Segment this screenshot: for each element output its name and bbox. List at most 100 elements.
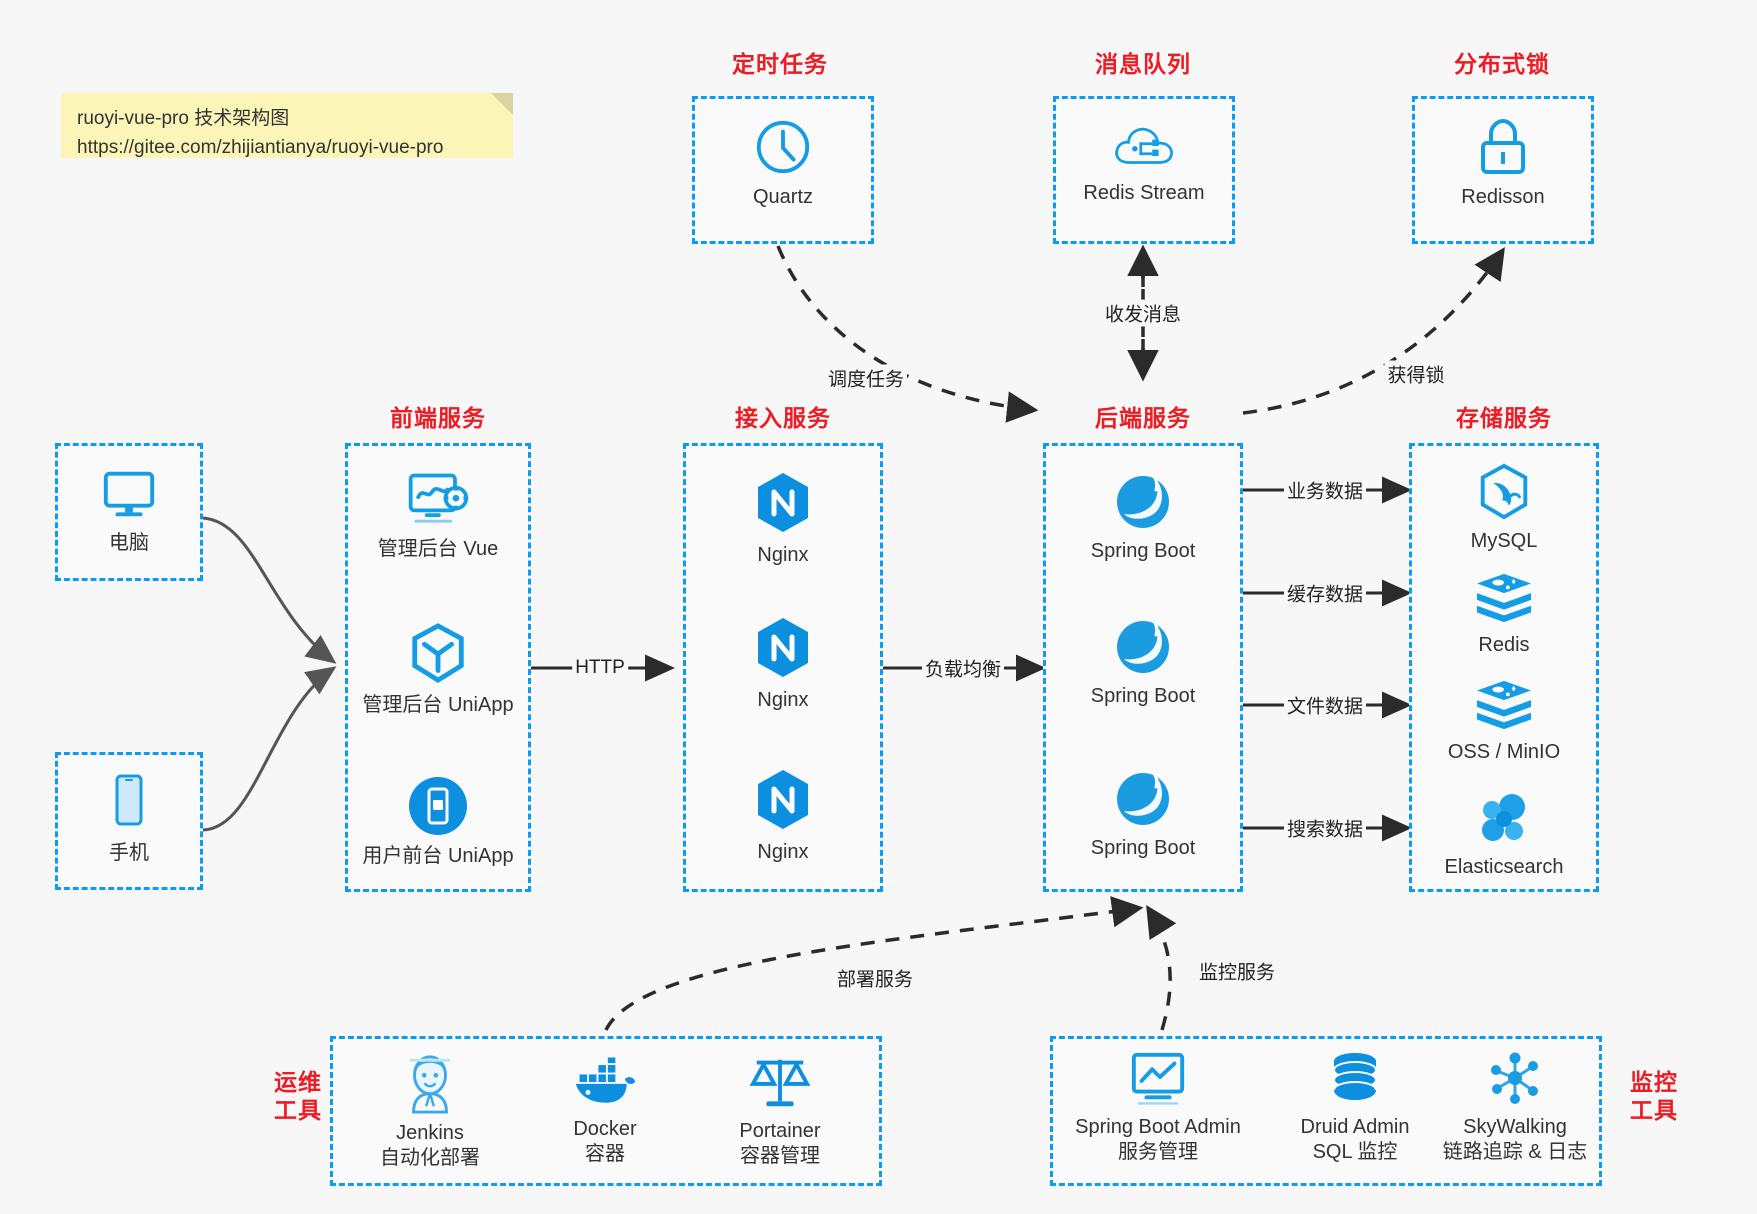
note-line-title: ruoyi-vue-pro 技术架构图 (77, 108, 290, 129)
node-spring-boot-3[interactable]: Spring Boot (1073, 767, 1213, 861)
node-jenkins[interactable]: Jenkins 自动化部署 (355, 1052, 505, 1171)
nginx-icon (752, 615, 814, 681)
node-spring-boot-admin[interactable]: Spring Boot Admin 服务管理 (1068, 1050, 1248, 1165)
edge-label-message: 收发消息 (1101, 299, 1185, 327)
cloud-network-icon (1112, 118, 1176, 174)
edge-label-monitor: 监控服务 (1195, 957, 1279, 985)
node-label: Nginx (757, 841, 809, 863)
node-redisson[interactable]: Redisson (1433, 116, 1573, 210)
node-label-main: Spring Boot Admin (1075, 1116, 1241, 1138)
node-label-sub: 容器 (584, 1143, 625, 1165)
node-druid-admin[interactable]: Druid Admin SQL 监控 (1275, 1050, 1435, 1165)
node-label: Druid Admin SQL 监控 (1301, 1115, 1410, 1165)
node-label-sub: 容器管理 (740, 1145, 820, 1167)
database-icon (1326, 1050, 1384, 1108)
monitor-chart-icon (1127, 1050, 1189, 1108)
edge-label-file-data: 文件数据 (1283, 691, 1367, 719)
node-label: Nginx (757, 544, 809, 566)
node-label-sub: SQL 监控 (1312, 1141, 1398, 1163)
node-label-sub: 自动化部署 (380, 1147, 480, 1169)
monitor-title-line1: 监控 (1630, 1069, 1678, 1095)
node-quartz[interactable]: Quartz (713, 116, 853, 210)
node-label: Elasticsearch (1444, 856, 1564, 878)
node-spring-boot-1[interactable]: Spring Boot (1073, 470, 1213, 564)
group-box-computer (55, 443, 203, 581)
edge-label-search-data: 搜索数据 (1283, 814, 1367, 842)
node-nginx-3[interactable]: Nginx (713, 767, 853, 865)
spring-leaf-icon (1112, 767, 1174, 829)
group-title-backend: 后端服务 (1095, 405, 1191, 431)
edge-label-schedule: 调度任务 (824, 364, 908, 392)
docker-whale-icon (572, 1054, 638, 1110)
node-nginx-1[interactable]: Nginx (713, 470, 853, 568)
sticky-note: ruoyi-vue-pro 技术架构图 https://gitee.com/zh… (61, 93, 513, 158)
node-label: Spring Boot (1090, 540, 1196, 562)
edge-label-deploy: 部署服务 (833, 964, 917, 992)
scales-icon (749, 1050, 811, 1112)
node-nginx-2[interactable]: Nginx (713, 615, 853, 713)
node-label: Spring Boot (1090, 837, 1196, 859)
mobile-icon (106, 772, 152, 834)
group-box-mq (1053, 96, 1235, 244)
mobile-circle-icon (407, 775, 469, 837)
node-label: 用户前台 UniApp (362, 845, 514, 867)
mysql-dolphin-icon (1475, 462, 1533, 522)
node-spring-boot-2[interactable]: Spring Boot (1073, 615, 1213, 709)
node-redis-stream[interactable]: Redis Stream (1074, 118, 1214, 206)
devops-title-line1: 运维 (274, 1069, 322, 1095)
node-label: Spring Boot (1090, 685, 1196, 707)
node-label: 手机 (109, 842, 149, 864)
node-label: Portainer 容器管理 (739, 1119, 820, 1169)
node-label-main: Docker (573, 1118, 637, 1140)
node-phone[interactable]: 手机 (74, 772, 184, 866)
object-storage-icon (1473, 677, 1535, 733)
edge-data-lines (1243, 476, 1412, 842)
redis-stack-icon (1473, 570, 1535, 626)
node-label: Spring Boot Admin 服务管理 (1075, 1115, 1241, 1165)
group-title-scheduled: 定时任务 (732, 51, 828, 77)
nginx-icon (752, 767, 814, 833)
node-redis[interactable]: Redis (1434, 570, 1574, 658)
node-elasticsearch[interactable]: Elasticsearch (1429, 790, 1579, 880)
spring-leaf-icon (1112, 470, 1174, 532)
group-title-frontend: 前端服务 (390, 405, 486, 431)
node-portainer[interactable]: Portainer 容器管理 (705, 1050, 855, 1169)
spring-leaf-icon (1112, 615, 1174, 677)
node-admin-vue[interactable]: 管理后台 Vue (368, 470, 508, 562)
edge-label-business-data: 业务数据 (1283, 476, 1367, 504)
group-title-lock: 分布式锁 (1454, 51, 1550, 77)
node-label: Redisson (1461, 186, 1545, 208)
node-label-main: SkyWalking (1463, 1116, 1567, 1138)
group-title-mq: 消息队列 (1095, 51, 1191, 77)
node-label: 电脑 (109, 532, 149, 554)
jenkins-butler-icon (401, 1052, 459, 1114)
edge-device-to-frontend (202, 516, 337, 832)
node-label-main: Druid Admin (1300, 1116, 1410, 1138)
node-user-uniapp[interactable]: 用户前台 UniApp (362, 775, 514, 869)
node-docker[interactable]: Docker 容器 (530, 1054, 680, 1167)
node-computer[interactable]: 电脑 (74, 466, 184, 556)
edge-get-lock (1242, 247, 1505, 415)
node-label-main: Portainer (739, 1120, 821, 1142)
group-title-storage: 存储服务 (1456, 405, 1552, 431)
group-title-monitor: 监控 工具 (1614, 1068, 1694, 1124)
node-skywalking[interactable]: SkyWalking 链路追踪 & 日志 (1425, 1050, 1605, 1165)
node-label: 管理后台 UniApp (362, 694, 514, 716)
desktop-icon (98, 466, 160, 524)
dashboard-gear-icon (405, 470, 471, 530)
node-mysql[interactable]: MySQL (1434, 462, 1574, 554)
edge-monitor (1146, 905, 1177, 1031)
edge-label-get-lock: 获得锁 (1384, 360, 1448, 388)
node-label: 管理后台 Vue (377, 538, 499, 560)
monitor-title-line2: 工具 (1630, 1097, 1678, 1124)
skywalking-node-icon (1485, 1050, 1545, 1108)
node-label: Docker 容器 (573, 1117, 636, 1167)
node-label-sub: 链路追踪 & 日志 (1442, 1141, 1588, 1163)
devops-title-line2: 工具 (274, 1097, 322, 1124)
nginx-icon (752, 470, 814, 536)
node-oss-minio[interactable]: OSS / MinIO (1434, 677, 1574, 765)
elasticsearch-icon (1473, 790, 1535, 848)
node-admin-uniapp[interactable]: 管理后台 UniApp (362, 622, 514, 718)
group-title-devops: 运维 工具 (258, 1068, 338, 1124)
